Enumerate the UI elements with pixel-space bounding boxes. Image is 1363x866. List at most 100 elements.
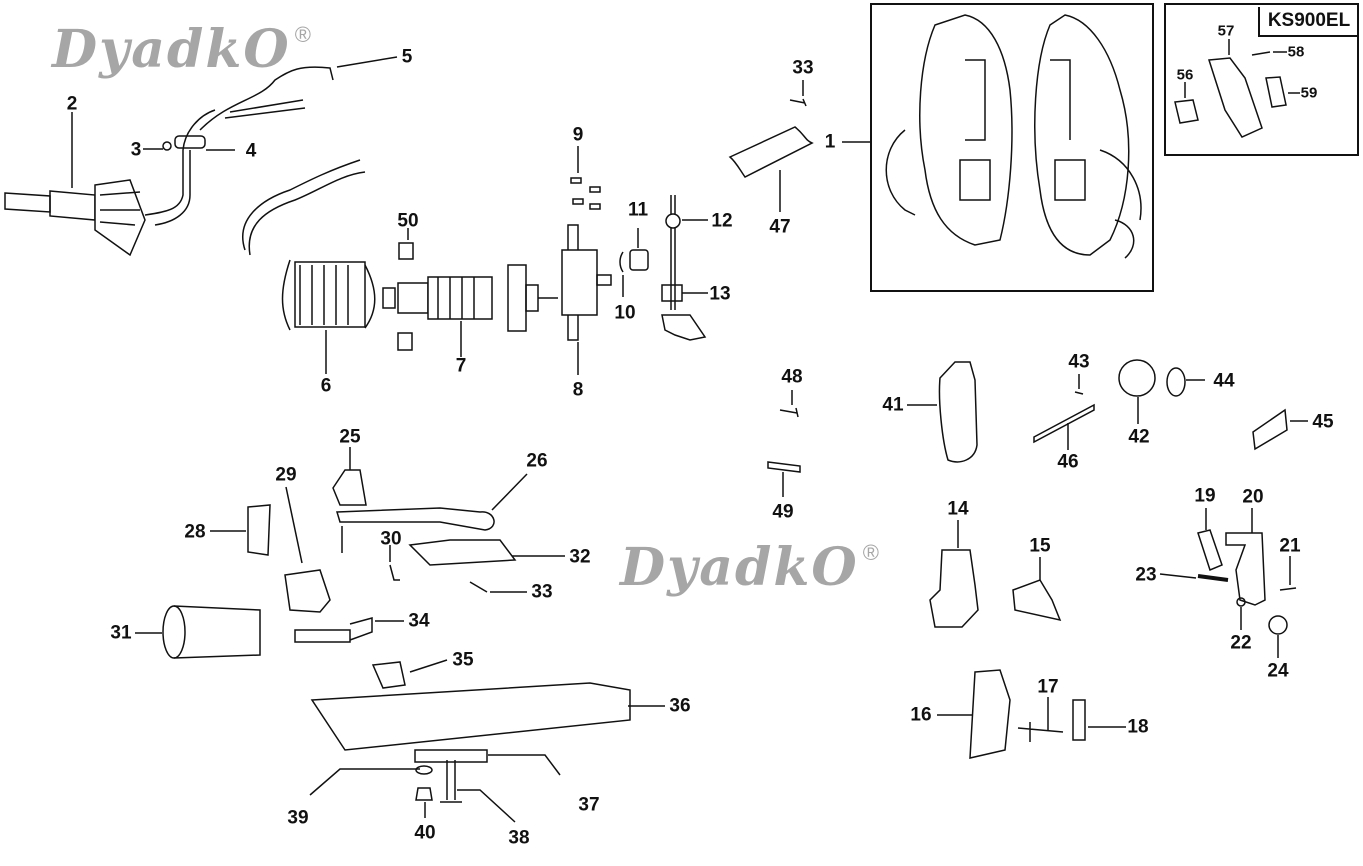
part-50-brush-holder-lower (397, 332, 413, 351)
part-11-bearing (629, 249, 649, 271)
part-33-screw-top (789, 98, 807, 107)
part-43-screw (1074, 391, 1084, 395)
part-label: 46 (1057, 451, 1079, 473)
part-label: 4 (245, 140, 257, 162)
part-31-sleeve (162, 605, 261, 659)
part-25-clip (332, 469, 367, 506)
part-label: 47 (769, 216, 791, 238)
part-label: 49 (772, 501, 794, 523)
part-label: 33 (531, 581, 553, 603)
model-label: KS900EL (1258, 7, 1358, 37)
part-label: 3 (130, 139, 142, 161)
part-label: 33 (792, 57, 814, 79)
part-label: 43 (1068, 351, 1090, 373)
part-15-switch-cover (1012, 579, 1062, 622)
part-23-pin (1197, 574, 1229, 582)
part-label: 29 (275, 464, 297, 486)
part-label: 35 (452, 649, 474, 671)
part-6-stator (242, 159, 376, 331)
part-5-wires (199, 66, 334, 131)
part-label: 20 (1242, 486, 1264, 508)
part-label: 59 (1300, 84, 1318, 102)
part-9-needle-pins (570, 177, 601, 210)
part-18-bracket (1072, 699, 1086, 741)
part-1-housing (885, 14, 1142, 259)
part-50-brush-holder (398, 242, 414, 260)
part-label: 58 (1287, 43, 1305, 61)
part-label: 17 (1037, 676, 1059, 698)
part-33-screw-lower (469, 581, 488, 593)
part-label: 56 (1176, 66, 1194, 84)
part-label: 45 (1312, 411, 1334, 433)
part-17-spindle (1017, 722, 1064, 742)
part-28-label (247, 504, 271, 556)
part-label: 31 (110, 622, 132, 644)
part-4-cord-clamp (174, 135, 206, 149)
part-label: 19 (1194, 485, 1216, 507)
part-37-clamp-plate (414, 749, 488, 763)
part-label: 36 (669, 695, 691, 717)
part-29-bearing-housing (284, 569, 331, 613)
part-label: 44 (1213, 370, 1235, 392)
part-label: 8 (572, 379, 584, 401)
registered-mark: ® (294, 22, 313, 47)
part-20-roller-bracket (1225, 532, 1266, 606)
part-19-lever (1197, 529, 1223, 572)
part-13-plunger-guide (661, 284, 683, 302)
part-label: 24 (1267, 660, 1289, 682)
part-59-label (1265, 76, 1287, 108)
watermark-top: DyadkO® (52, 24, 313, 76)
part-41-handle-cover (938, 361, 978, 463)
part-label: 2 (66, 93, 78, 115)
part-39-washer (415, 765, 433, 775)
part-56-switch-block (1174, 99, 1199, 124)
part-58-screw (1251, 51, 1271, 56)
part-16-trigger-housing (969, 669, 1011, 759)
part-label: 18 (1127, 716, 1149, 738)
part-label: 13 (709, 283, 731, 305)
part-label: 7 (455, 355, 467, 377)
watermark-text: DyadkO (620, 537, 859, 598)
part-21-screw (1279, 587, 1297, 591)
watermark-center: DyadkO® (620, 542, 881, 594)
part-label: 15 (1029, 535, 1051, 557)
part-label: 57 (1217, 22, 1235, 40)
part-label: 1 (824, 131, 836, 153)
part-40-nut (415, 787, 433, 801)
part-label: 30 (380, 528, 402, 550)
part-label: 22 (1230, 632, 1252, 654)
part-14-switch (929, 549, 979, 628)
part-32-carrier (408, 539, 517, 566)
part-38-bolt (440, 760, 462, 803)
part-12-plunger-rod (665, 195, 681, 310)
part-label: 34 (408, 610, 430, 632)
part-label: 23 (1135, 564, 1157, 586)
part-label: 48 (781, 366, 803, 388)
part-45-label (1252, 408, 1288, 451)
part-48-screw (779, 407, 799, 418)
part-label: 42 (1128, 426, 1150, 448)
part-7-armature (382, 264, 558, 332)
part-3-screw (162, 141, 172, 151)
part-2-cord-guard (4, 109, 216, 257)
part-label: 50 (397, 210, 419, 232)
part-label: 26 (526, 450, 548, 472)
part-36-base-plate (310, 682, 631, 751)
part-label: 6 (320, 375, 332, 397)
part-label: 32 (569, 546, 591, 568)
registered-mark: ® (862, 540, 881, 565)
part-30-pin (389, 564, 400, 581)
part-24-roller (1268, 615, 1288, 635)
part-34-blade-holder (294, 617, 373, 643)
part-22-nut (1236, 597, 1246, 607)
part-57-side-cover (1208, 57, 1263, 138)
part-label: 5 (401, 46, 413, 68)
housing-detail-frame (870, 3, 1154, 292)
part-10-washer (619, 251, 624, 273)
part-label: 9 (572, 124, 584, 146)
part-label: 21 (1279, 535, 1301, 557)
blade-clamp (661, 314, 707, 341)
ks900el-detail-frame (1164, 3, 1359, 156)
part-label: 14 (947, 498, 969, 520)
